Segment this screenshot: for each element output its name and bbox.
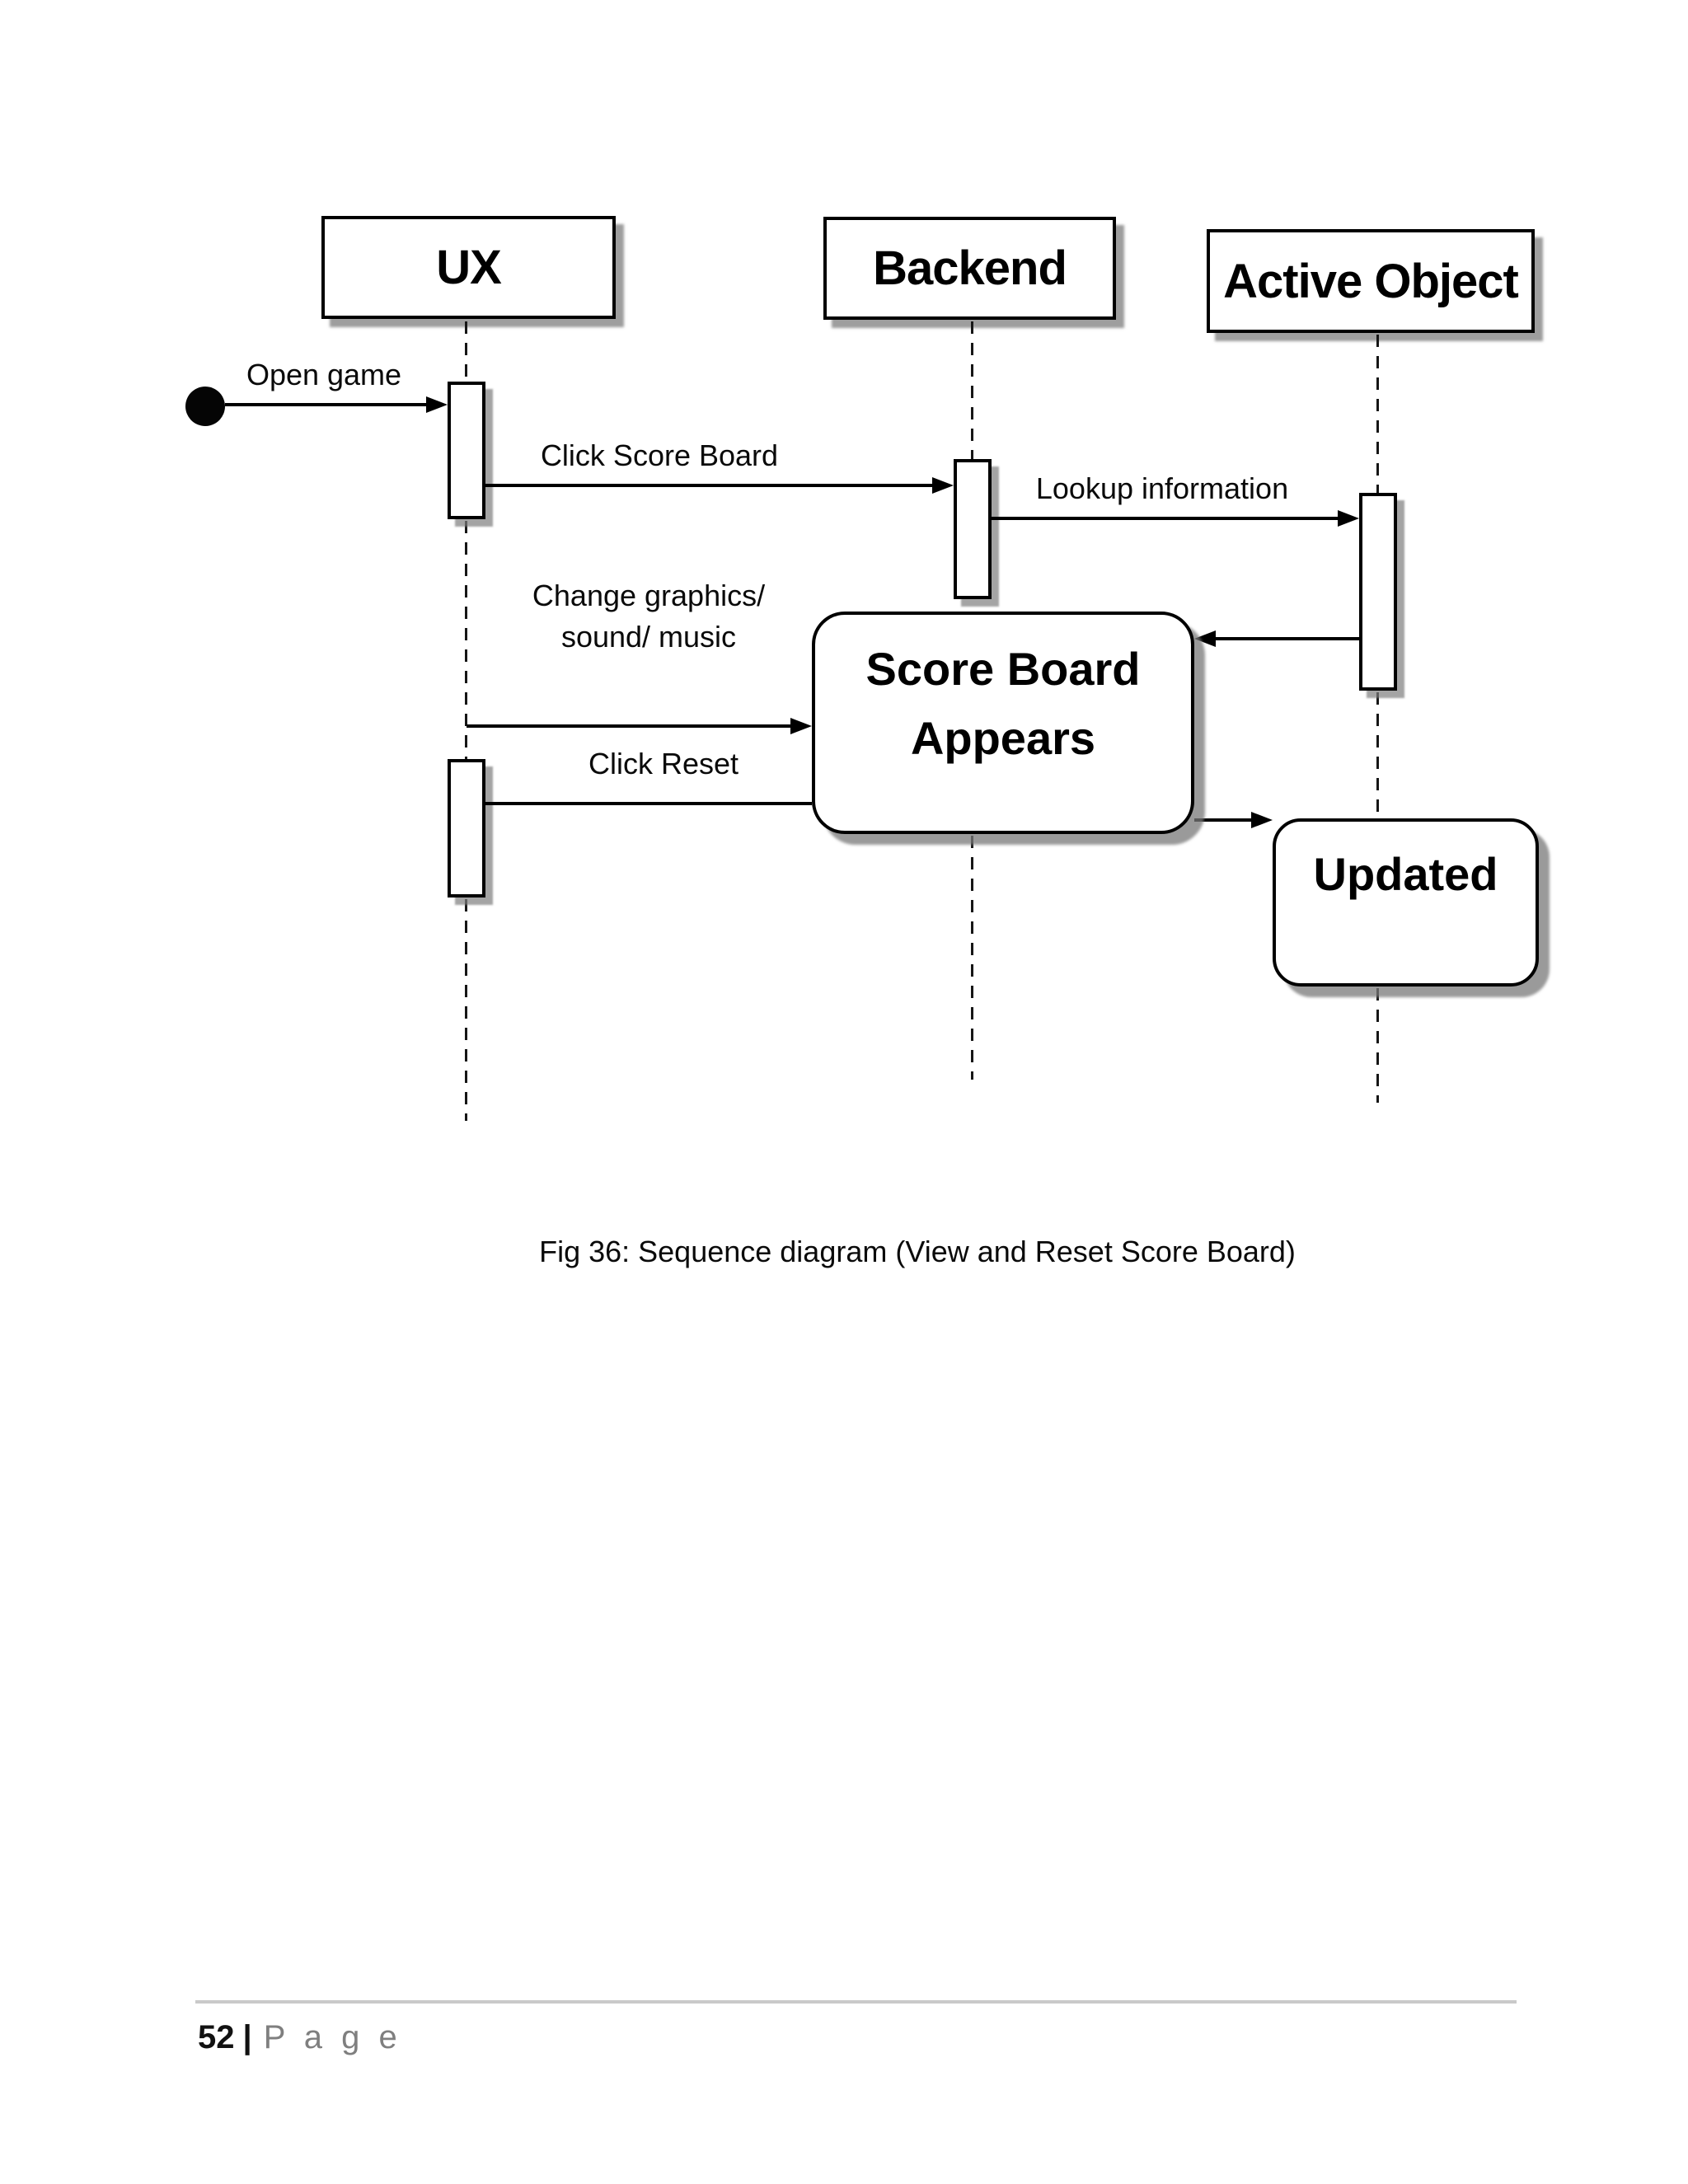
lifeline-active-object-segment-3 — [1376, 988, 1379, 1103]
lifeline-ux-segment-3 — [465, 899, 467, 1121]
message-line-change-graphics — [467, 724, 790, 728]
arrowhead-right-icon — [1338, 510, 1359, 527]
footer-separator: | — [242, 2019, 252, 2055]
lifeline-backend-segment-2 — [971, 836, 973, 1080]
footer-page-number: 52 — [198, 2019, 235, 2055]
lifeline-ux-segment-2 — [465, 521, 467, 759]
state-label-score-board-line2: Appears — [910, 712, 1096, 764]
lifeline-active-object-segment-1 — [1376, 335, 1379, 493]
actor-box-ux: UX — [321, 216, 616, 319]
message-label-change-graphics-line2: sound/ music — [560, 620, 737, 654]
actor-label-ux: UX — [436, 241, 502, 294]
activation-bar-ux-2 — [448, 759, 485, 898]
start-node-icon — [185, 387, 225, 426]
footer-page-word: P a g e — [263, 2019, 402, 2055]
message-line-open-game — [225, 403, 426, 406]
message-line-click-score-board — [485, 484, 932, 487]
actor-label-backend: Backend — [873, 241, 1067, 295]
message-label-change-graphics-line1: Change graphics/ — [532, 579, 766, 612]
state-box-score-board-appears: Score Board Appears — [812, 612, 1194, 834]
footer-rule — [195, 2000, 1517, 2004]
message-line-to-updated — [1194, 818, 1251, 822]
arrowhead-right-icon — [790, 718, 812, 734]
arrowhead-right-icon — [1251, 812, 1273, 828]
arrowhead-left-icon — [1194, 630, 1216, 647]
message-label-lookup-information: Lookup information — [1035, 471, 1289, 505]
arrowhead-right-icon — [426, 396, 448, 413]
actor-box-active-object: Active Object — [1207, 229, 1535, 333]
message-line-score-board-return — [1216, 637, 1359, 640]
message-line-lookup-information — [992, 517, 1338, 520]
actor-label-active-object: Active Object — [1223, 254, 1519, 308]
message-label-open-game: Open game — [246, 358, 402, 391]
activation-bar-active-object — [1359, 493, 1397, 691]
arrowhead-right-icon — [932, 477, 954, 494]
message-label-change-graphics: Change graphics/ sound/ music — [509, 575, 789, 658]
lifeline-ux-segment-1 — [465, 321, 467, 382]
state-label-score-board-line1: Score Board — [865, 643, 1141, 695]
message-label-click-score-board: Click Score Board — [540, 438, 779, 472]
activation-bar-ux-1 — [448, 382, 485, 519]
lifeline-active-object-segment-2 — [1376, 692, 1379, 818]
message-line-click-reset — [485, 802, 812, 805]
lifeline-backend-segment-1 — [971, 321, 973, 459]
figure-caption: Fig 36: Sequence diagram (View and Reset… — [539, 1235, 1296, 1268]
footer: 52| P a g e — [198, 2019, 402, 2056]
activation-bar-backend — [954, 459, 992, 599]
actor-box-backend: Backend — [823, 217, 1116, 320]
state-box-updated: Updated — [1273, 818, 1539, 987]
message-label-click-reset: Click Reset — [588, 747, 739, 780]
state-label-updated: Updated — [1313, 848, 1498, 900]
